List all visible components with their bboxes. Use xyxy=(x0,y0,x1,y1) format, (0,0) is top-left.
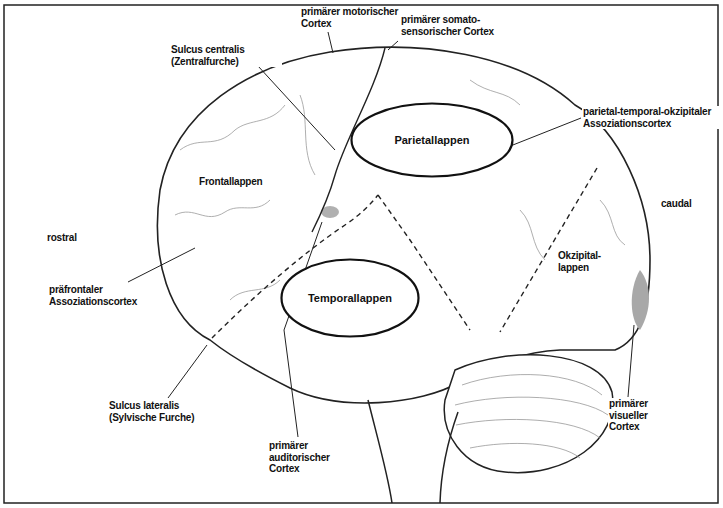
lobe-borders xyxy=(212,168,597,338)
visual-shading xyxy=(632,270,649,330)
lobe-label: Frontallappen xyxy=(198,176,290,188)
lobe-ellipse: Parietallappen xyxy=(350,102,514,178)
area-label: präfrontaler Assoziationscortex xyxy=(48,284,154,307)
sulcus-label: Sulcus centralis (Zentralfurche) xyxy=(170,44,282,67)
area-label: primärer motorischer Cortex xyxy=(300,6,414,29)
leader-lines xyxy=(128,32,634,437)
cerebellum-folia xyxy=(455,375,608,458)
area-label: primärer auditorischer Cortex xyxy=(268,440,348,475)
lobe-label: Okzipital- lappen xyxy=(557,250,615,273)
lobe-ellipse: Temporallappen xyxy=(280,258,420,338)
lobe-name: Parietallappen xyxy=(394,134,469,146)
area-label: parietal-temporal-okzipitaler Assoziatio… xyxy=(582,106,719,129)
cerebrum-outline xyxy=(157,47,650,403)
direction-label: caudal xyxy=(660,198,712,210)
direction-label: rostral xyxy=(46,232,108,244)
brainstem xyxy=(368,400,458,503)
frame xyxy=(4,5,718,503)
lobe-name: Temporallappen xyxy=(308,292,392,304)
sulcus-label: Sulcus lateralis (Sylvische Furche) xyxy=(108,400,210,423)
area-label: primärer somato- sensorischer Cortex xyxy=(400,14,506,37)
cerebellum xyxy=(444,355,612,473)
gyri xyxy=(175,80,625,300)
area-label: primärer visueller Cortex xyxy=(608,398,680,433)
